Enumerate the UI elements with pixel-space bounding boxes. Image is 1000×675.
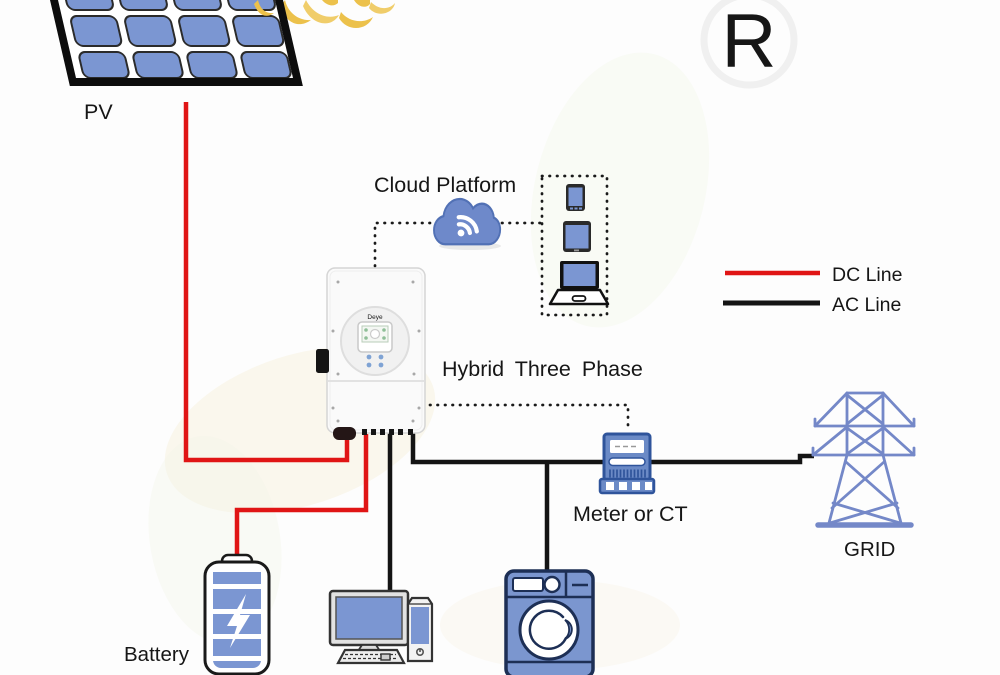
meter-icon xyxy=(598,432,656,495)
inverter-label: Hybrid Three Phase xyxy=(442,357,643,381)
inverter-dc-switch xyxy=(316,349,329,373)
solar-panel-icon xyxy=(35,0,303,86)
wifi-icon xyxy=(456,215,479,237)
inverter-cable-boot xyxy=(333,427,356,440)
legend-dc-label: DC Line xyxy=(832,264,902,286)
inverter-icon: Deye xyxy=(316,267,426,440)
inverter-brand: Deye xyxy=(367,314,383,321)
tablet-icon xyxy=(563,221,591,252)
legend: DC Line AC Line xyxy=(723,264,902,316)
solar-panel-face xyxy=(40,0,298,82)
lightning-icon xyxy=(227,594,250,648)
cloud-icon xyxy=(433,197,502,250)
pv-label: PV xyxy=(84,100,113,124)
ac-line-main xyxy=(410,433,814,465)
comm-lines xyxy=(373,174,630,434)
grid-label: GRID xyxy=(844,538,895,561)
grid-tower-icon xyxy=(811,391,916,528)
comm-line-inverter-cloud xyxy=(373,221,438,268)
comm-line-inverter-meter xyxy=(428,403,630,434)
cloud-platform-label: Cloud Platform xyxy=(374,173,516,197)
battery-label: Battery xyxy=(124,643,190,666)
dc-line-pv xyxy=(183,102,350,463)
meter-label: Meter or CT xyxy=(573,502,688,526)
battery-icon xyxy=(203,553,271,675)
registered-trademark-icon: R xyxy=(700,0,798,89)
washing-machine-icon xyxy=(504,569,595,675)
inverter-screws xyxy=(331,280,421,423)
laptop-icon xyxy=(548,261,610,306)
legend-ac-label: AC Line xyxy=(832,294,901,316)
dc-line-battery xyxy=(234,434,369,563)
sun-icon xyxy=(254,0,395,29)
watermark-letter: R xyxy=(722,0,777,84)
devices-box xyxy=(540,174,609,317)
desktop-computer-icon xyxy=(328,589,434,665)
inverter-display: Deye xyxy=(340,306,410,376)
phone-icon xyxy=(566,184,585,211)
inverter-connectors xyxy=(362,429,413,435)
